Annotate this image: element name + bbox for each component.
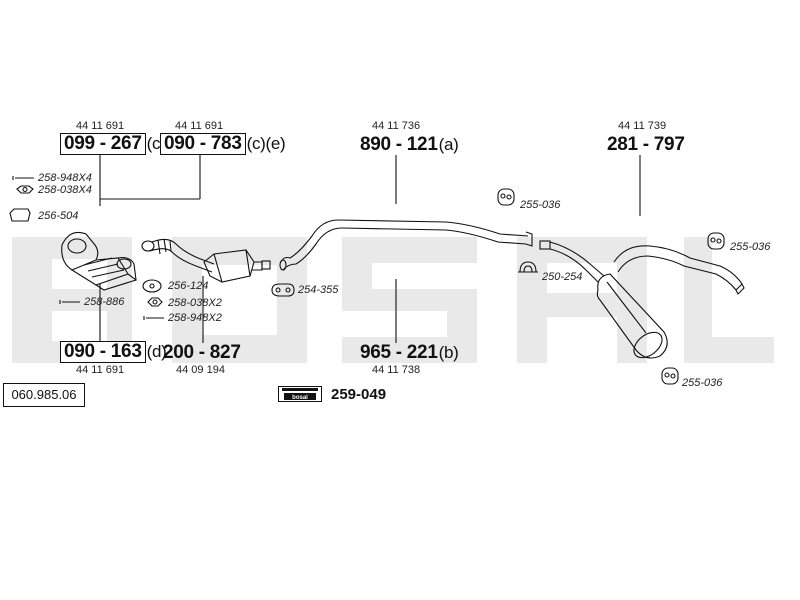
part-965-221[interactable]: 965 - 221(b) [360, 342, 459, 364]
part-code: 281 - 797 [607, 134, 685, 155]
part-suffix: (d) [146, 342, 167, 361]
part-suffix: (c)(e) [246, 134, 286, 153]
part-090-783[interactable]: 090 - 783(c)(e) [160, 133, 286, 155]
part-code: 200 - 827 [163, 342, 241, 363]
part-code: 090 - 163 [60, 341, 146, 363]
kit-code[interactable]: 259-049 [331, 386, 387, 403]
part-890-121[interactable]: 890 - 121(a) [360, 134, 459, 156]
catalog-number: 060.985.06 [3, 383, 85, 407]
label-258-038x2[interactable]: 258-038X2 [168, 297, 222, 309]
rubber-mount-drawing [497, 188, 725, 385]
label-254-355[interactable]: 254-355 [298, 284, 339, 296]
part-ref-965-221: 44 11 738 [372, 364, 421, 376]
label-250-254[interactable]: 250-254 [542, 271, 583, 283]
part-suffix: (b) [438, 343, 459, 362]
part-ref-090-163: 44 11 691 [76, 364, 125, 376]
part-ref-090-783: 44 11 691 [175, 120, 224, 132]
part-suffix: (a) [438, 135, 459, 154]
front-pipe-drawing [141, 238, 271, 283]
label-258-038x4[interactable]: 258-038X4 [38, 184, 92, 196]
part-200-827[interactable]: 200 - 827 [163, 342, 241, 364]
part-090-163[interactable]: 090 - 163(d) [60, 341, 167, 363]
part-281-797[interactable]: 281 - 797 [607, 134, 685, 156]
part-code: 965 - 221 [360, 342, 438, 363]
label-256-504[interactable]: 256-504 [38, 210, 79, 222]
label-255-036[interactable]: 255-036 [682, 377, 723, 389]
label-255-036[interactable]: 255-036 [730, 241, 771, 253]
intermediate-pipe-drawing [279, 219, 533, 271]
rear-silencer-drawing [539, 240, 745, 359]
small-hardware-drawing [9, 176, 295, 320]
catalytic-converter-drawing [61, 231, 138, 291]
part-ref-281-797: 44 11 739 [618, 120, 667, 132]
bosal-kit-badge: bosal [278, 386, 322, 402]
part-ref-890-121: 44 11 736 [372, 120, 421, 132]
part-code: 090 - 783 [160, 133, 246, 155]
label-258-948x2[interactable]: 258-948X2 [168, 312, 222, 324]
part-ref-200-827: 44 09 194 [176, 364, 225, 376]
part-ref-099-267: 44 11 691 [76, 120, 125, 132]
label-255-036[interactable]: 255-036 [520, 199, 561, 211]
part-099-267[interactable]: 099 - 267(c) [60, 133, 166, 155]
part-code: 890 - 121 [360, 134, 438, 155]
label-256-124[interactable]: 256-124 [168, 280, 209, 292]
part-code: 099 - 267 [60, 133, 146, 155]
label-258-948x4[interactable]: 258-948X4 [38, 172, 92, 184]
kit-badge-text: bosal [292, 395, 308, 401]
label-258-886[interactable]: 258-886 [84, 296, 125, 308]
